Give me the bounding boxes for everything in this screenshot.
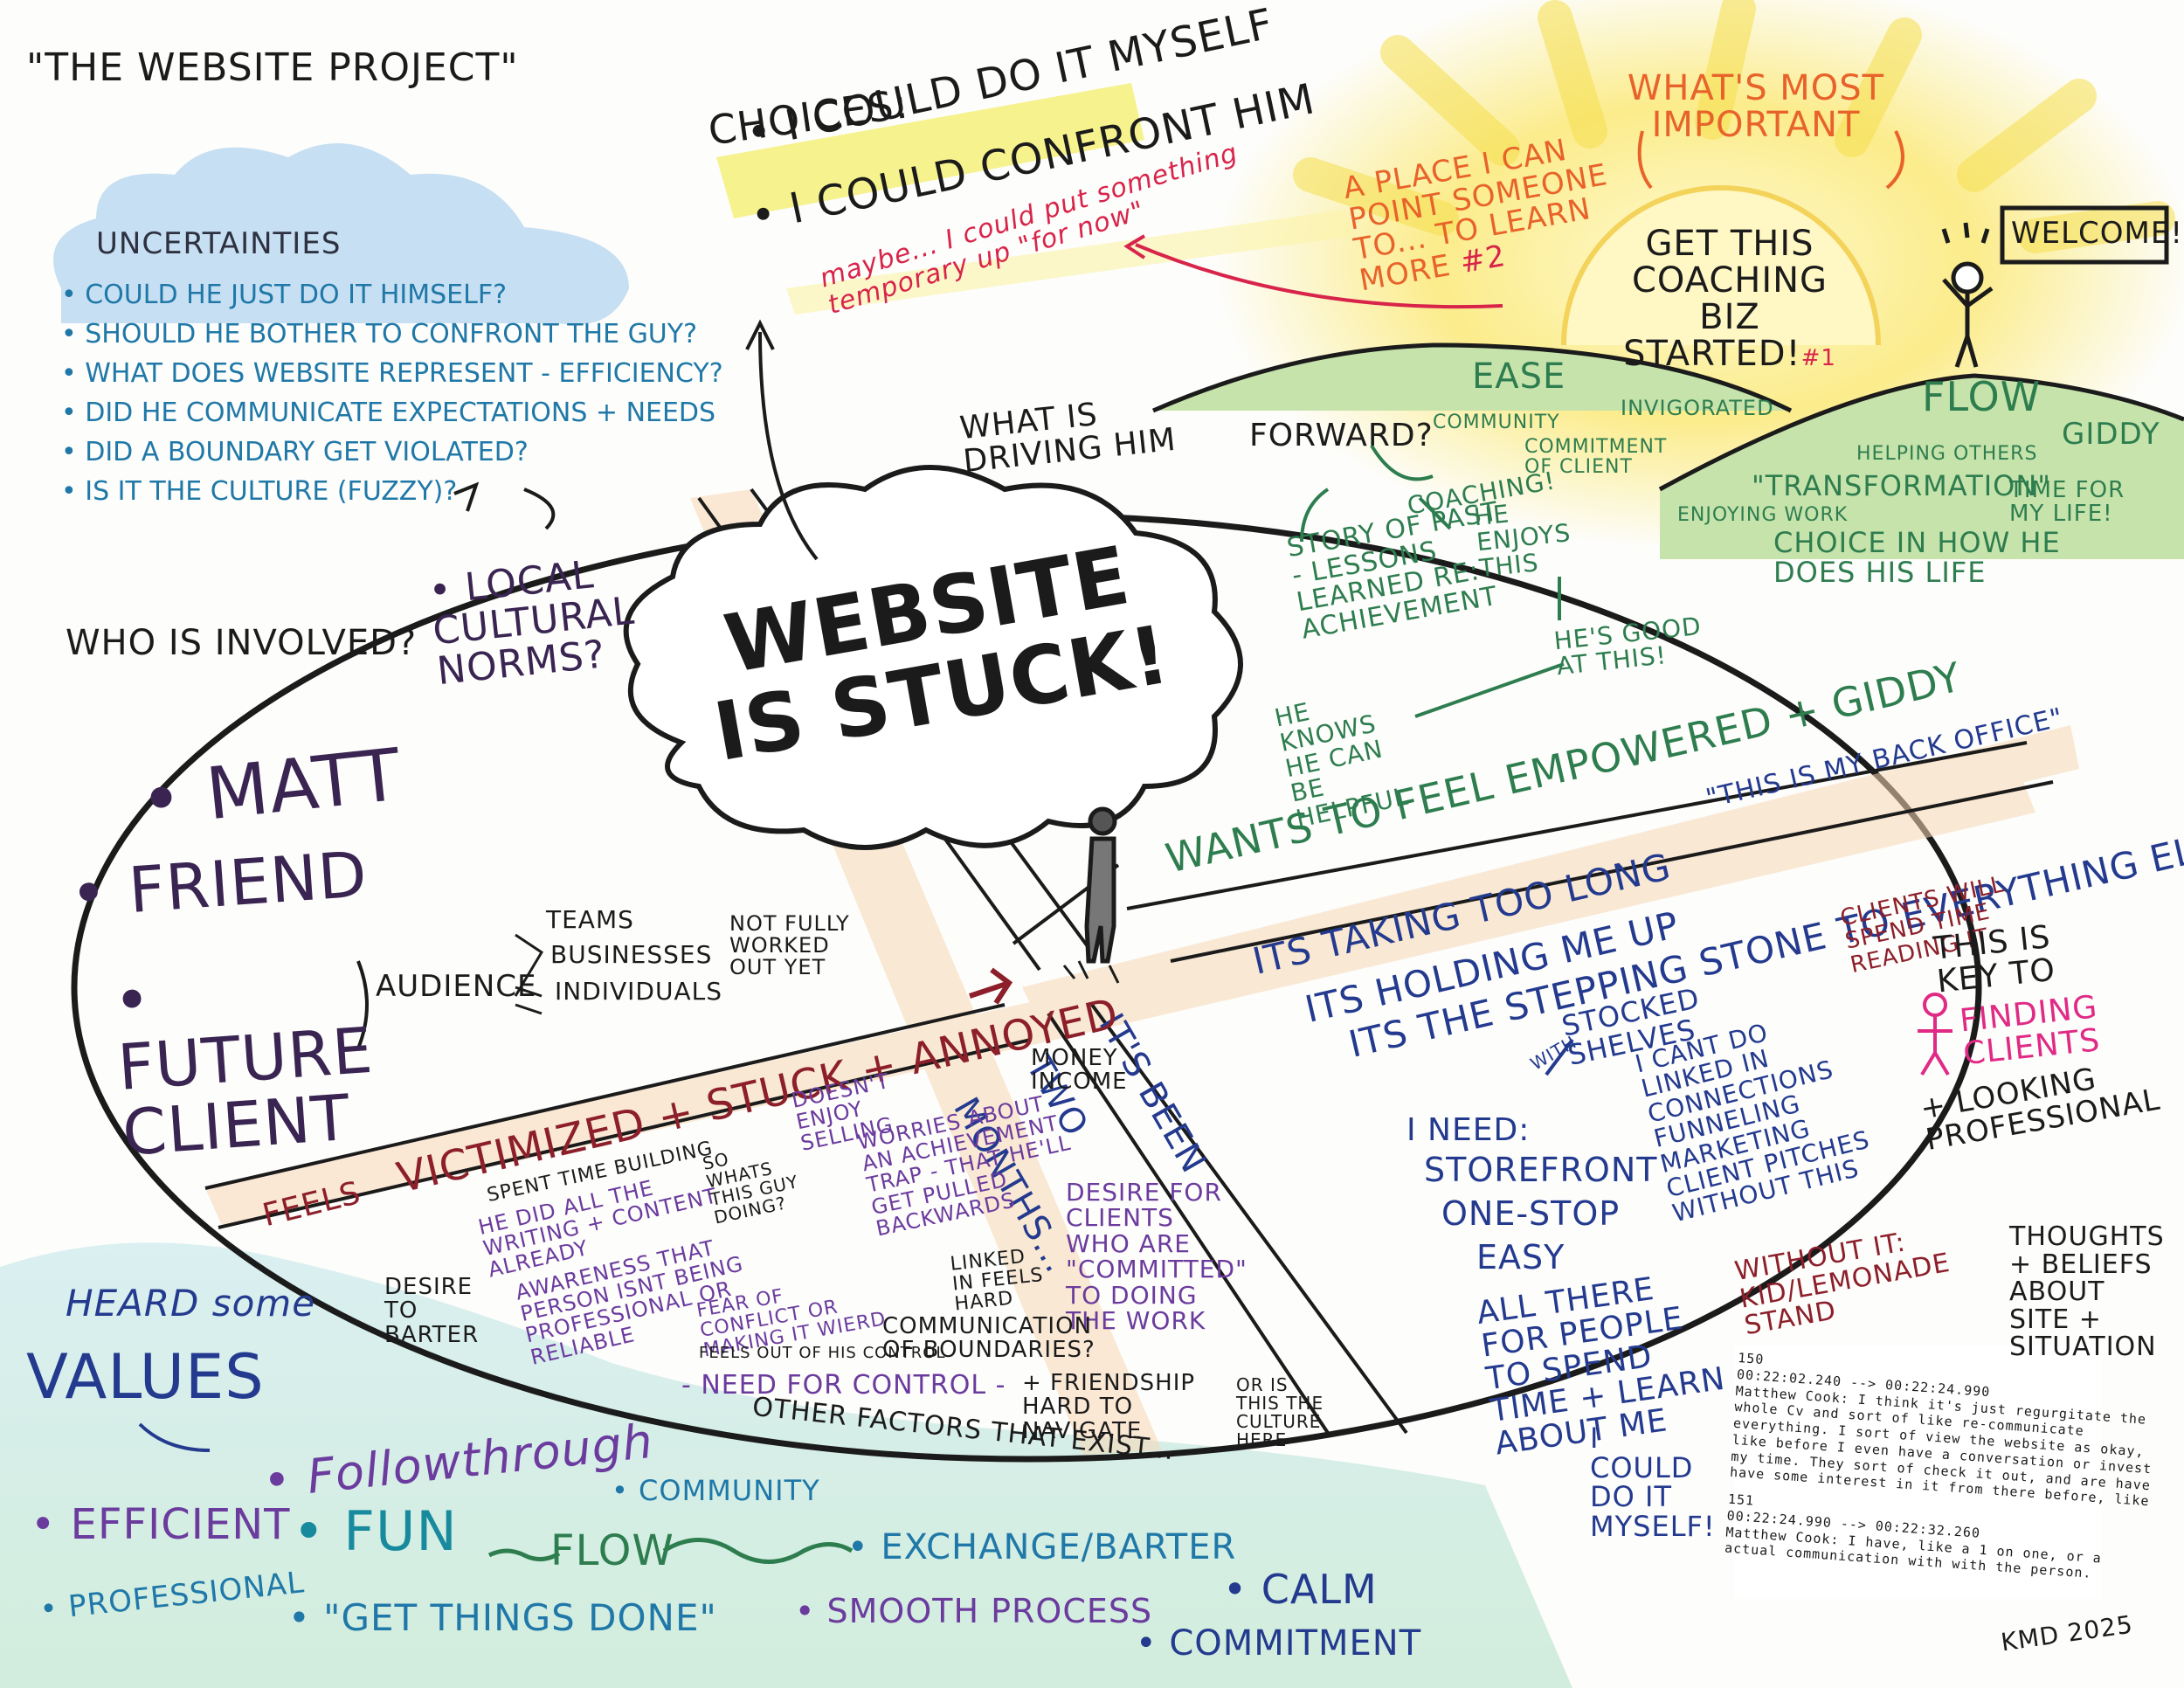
value-community: • COMMUNITY [612, 1474, 820, 1507]
audience-item: BUSINESSES [550, 940, 713, 969]
who-norms: • LOCAL CULTURAL NORMS? [426, 552, 637, 695]
arrows [453, 319, 819, 561]
transcript-paper [1734, 1346, 2101, 1599]
hill-transformation: "TRANSFORMATION" [1752, 469, 2052, 502]
hills [1151, 342, 2184, 559]
who-person-3: • FUTURE CLIENT [111, 962, 376, 1170]
need-item: STOREFRONT [1424, 1151, 1658, 1189]
need-for-control: - NEED FOR CONTROL - [681, 1370, 1006, 1401]
driving-question-b: FORWARD? [1249, 418, 1434, 453]
place-arrow [1135, 243, 1503, 309]
hill-time-for-life: TIME FOR MY LIFE! [2009, 477, 2125, 528]
uncertainties-heading: UNCERTAINTIES [96, 226, 342, 261]
hill-ease: EASE [1472, 356, 1566, 397]
linked-in-hard: LINKED IN FEELS HARD [949, 1245, 1045, 1316]
need-label: I NEED: [1406, 1112, 1531, 1148]
hill-choice: CHOICE IN HOW HE DOES HIS LIFE [1773, 526, 2061, 589]
values-water [0, 1242, 1572, 1688]
friendship: + FRIENDSHIP HARD TO NAVIGATE [1022, 1370, 1196, 1444]
driving-enjoys: HE ENJOYS THIS [1472, 499, 1572, 583]
value-efficient: • EFFICIENT [31, 1500, 291, 1549]
who-question: WHO IS INVOLVED? [66, 623, 418, 663]
communication-boundaries: COMMUNICATION OF BOUNDARIES? [882, 1313, 1095, 1364]
value-commitment: • COMMITMENT [1136, 1623, 1422, 1664]
important-arrows [1637, 130, 1904, 190]
desire-barter: DESIRE TO BARTER [384, 1274, 480, 1348]
culture-question: OR IS THIS THE CULTURE HERE [1236, 1374, 1324, 1450]
uncertainty-item: • DID HE COMMUNICATE EXPECTATIONS + NEED… [61, 398, 716, 428]
desire-clients: DESIRE FOR CLIENTS WHO ARE "COMMITTED" T… [1066, 1178, 1248, 1335]
value-smooth: • SMOOTH PROCESS [795, 1592, 1153, 1630]
stuck-person [1062, 806, 1120, 984]
hill-invigorated: INVIGORATED [1621, 396, 1774, 420]
flow-squiggle [487, 1548, 561, 1561]
audience-label: AUDIENCE [376, 969, 537, 1004]
transcript: 150 00:22:02.240 --> 00:22:24.990 Matthe… [1724, 1350, 2158, 1586]
important-biz: GET THIS COACHING BIZ STARTED!#1 [1623, 224, 1836, 374]
uncertainties-cloud [53, 143, 629, 325]
money-income: MONEY INCOME [1031, 1045, 1128, 1096]
page-title: "THE WEBSITE PROJECT" [26, 45, 519, 90]
audience-item: INDIVIDUALS [555, 977, 723, 1006]
could-do-myself: I COULD DO IT MYSELF! [1590, 1422, 1716, 1543]
heard-some: HEARD some [66, 1282, 316, 1325]
need-item: EASY [1476, 1238, 1565, 1276]
victimized-arrow [969, 967, 1013, 1005]
values-arrow [138, 1422, 211, 1452]
audience-brace [356, 960, 369, 1049]
pink-figure [1918, 993, 1952, 1076]
uncertainty-item: • COULD HE JUST DO IT HIMSELF? [61, 280, 508, 310]
welcome-label: WELCOME! [2011, 216, 2183, 251]
value-get-done: • "GET THINGS DONE" [288, 1596, 717, 1639]
uncertainty-item: • SHOULD HE BOTHER TO CONFRONT THE GUY? [61, 319, 698, 349]
audience-item: TEAMS [546, 905, 634, 934]
values-word: VALUES [26, 1341, 265, 1413]
hill-commitment: COMMITMENT OF CLIENT [1524, 436, 1668, 479]
welcome-box [2000, 205, 2169, 265]
stocked-arrow [1545, 1038, 1574, 1076]
uncertainty-item: • IS IT THE CULTURE (FUZZY)? [61, 476, 458, 507]
out-of-control: FEELS OUT OF HIS CONTROL [699, 1344, 946, 1362]
driving-green-arrows [1300, 444, 1565, 718]
stick-figure-welcome [1941, 222, 1994, 368]
hill-community: COMMUNITY [1433, 412, 1560, 433]
choices-highlight [716, 83, 1144, 218]
value-fun: • FUN [293, 1499, 458, 1563]
audience-not-worked-out: NOT FULLY WORKED OUT YET [729, 911, 850, 980]
hill-giddy: GIDDY [2062, 417, 2160, 452]
key-to: THIS IS KEY TO [1932, 919, 2057, 1000]
hill-flow: FLOW [1922, 373, 2042, 420]
stuck-cloud [623, 465, 1243, 850]
value-flow: FLOW [550, 1526, 674, 1575]
hill-helping: HELPING OTHERS [1856, 443, 2038, 465]
need-item: ONE-STOP [1441, 1194, 1621, 1233]
uncertainty-item: • WHAT DOES WEBSITE REPRESENT - EFFICIEN… [61, 358, 723, 389]
value-calm: • CALM [1223, 1566, 1378, 1613]
uncertainty-item: • DID A BOUNDARY GET VIOLATED? [61, 437, 529, 467]
thoughts-beliefs: THOUGHTS + BELIEFS ABOUT SITE + SITUATIO… [2009, 1221, 2165, 1362]
hill-enjoying: ENJOYING WORK [1677, 504, 1849, 526]
value-exchange: • EXCHANGE/BARTER [847, 1527, 1237, 1567]
important-heading: WHAT'S MOST IMPORTANT [1627, 68, 1885, 145]
